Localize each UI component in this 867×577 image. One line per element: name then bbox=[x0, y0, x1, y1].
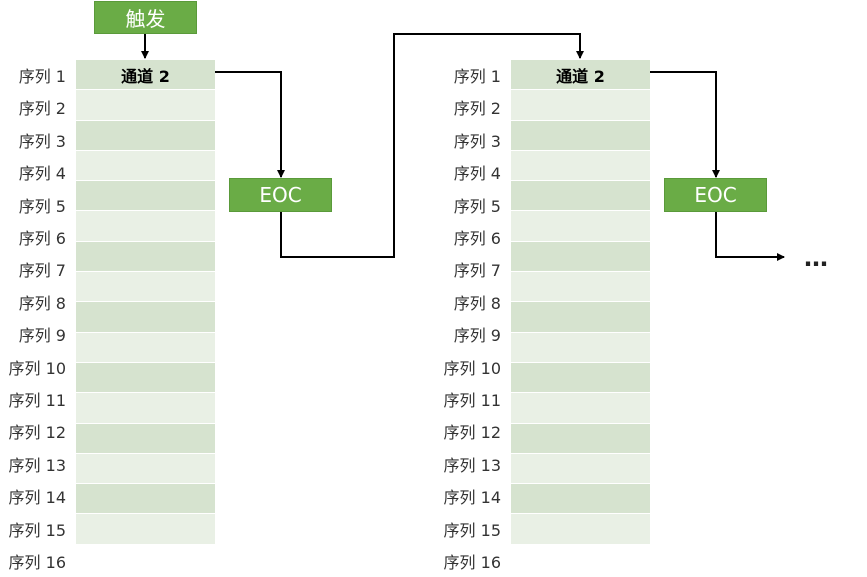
sequence-label: 序列 15 bbox=[8, 520, 66, 540]
continuation-ellipsis: … bbox=[804, 244, 830, 272]
sequence-label: 序列 13 bbox=[443, 455, 501, 475]
eoc-box-1: EOC bbox=[229, 178, 332, 212]
sequence-slot bbox=[76, 302, 215, 333]
sequence-slot bbox=[511, 150, 650, 182]
sequence-label: 序列 4 bbox=[453, 164, 501, 184]
sequence-label: 序列 11 bbox=[8, 391, 66, 410]
sequence-slot bbox=[511, 393, 650, 424]
sequence-slot bbox=[76, 393, 215, 424]
sequence-label: 序列 8 bbox=[453, 293, 501, 313]
sequence-label: 序列 12 bbox=[8, 423, 66, 443]
channel-table-2: 通道 2 bbox=[511, 60, 650, 545]
arrow-eoc-2-to-continuation bbox=[715, 212, 785, 261]
sequence-slot bbox=[76, 241, 215, 273]
sequence-label: 序列 16 bbox=[443, 553, 501, 572]
sequence-slot bbox=[76, 181, 215, 212]
sequence-slot bbox=[76, 423, 215, 454]
sequence-label: 序列 7 bbox=[453, 261, 501, 281]
sequence-slot bbox=[76, 362, 215, 394]
sequence-slot bbox=[511, 90, 650, 121]
channel-header: 通道 2 bbox=[511, 60, 650, 91]
sequence-label: 序列 10 bbox=[443, 358, 501, 378]
sequence-label: 序列 1 bbox=[453, 67, 501, 86]
sequence-label: 序列 2 bbox=[18, 99, 66, 119]
sequence-slot bbox=[76, 211, 215, 242]
eoc-label-1: EOC bbox=[259, 183, 302, 207]
arrow-channel-1-to-eoc-1 bbox=[215, 71, 285, 178]
sequence-label: 序列 14 bbox=[8, 488, 66, 508]
sequence-label: 序列 5 bbox=[453, 196, 501, 216]
sequence-label: 序列 14 bbox=[443, 488, 501, 508]
sequence-slot bbox=[76, 120, 215, 151]
sequence-slot bbox=[511, 272, 650, 303]
sequence-slot bbox=[511, 181, 650, 212]
sequence-slot bbox=[76, 484, 215, 515]
sequence-slot bbox=[511, 423, 650, 454]
sequence-label: 序列 2 bbox=[453, 99, 501, 119]
sequence-label: 序列 8 bbox=[18, 293, 66, 313]
sequence-slot bbox=[511, 211, 650, 242]
sequence-label: 序列 13 bbox=[8, 455, 66, 475]
sequence-slot bbox=[511, 302, 650, 333]
sequence-label: 序列 3 bbox=[18, 131, 66, 151]
sequence-label: 序列 6 bbox=[18, 229, 66, 248]
sequence-slot bbox=[511, 362, 650, 394]
sequence-label: 序列 15 bbox=[443, 520, 501, 540]
sequence-label: 序列 3 bbox=[453, 131, 501, 151]
sequence-label: 序列 9 bbox=[453, 326, 501, 346]
sequence-label: 序列 1 bbox=[18, 67, 66, 86]
sequence-slot bbox=[511, 332, 650, 363]
sequence-slot bbox=[76, 150, 215, 182]
sequence-slot bbox=[76, 514, 215, 545]
sequence-slot bbox=[511, 453, 650, 485]
sequence-label: 序列 7 bbox=[18, 261, 66, 281]
sequence-label: 序列 6 bbox=[453, 229, 501, 248]
eoc-box-2: EOC bbox=[664, 178, 767, 212]
sequence-slot bbox=[76, 90, 215, 121]
sequence-slot bbox=[511, 241, 650, 273]
sequence-label: 序列 4 bbox=[18, 164, 66, 184]
arrow-eoc-1-to-channel-2 bbox=[280, 33, 584, 258]
eoc-label-2: EOC bbox=[694, 183, 737, 207]
sequence-slot bbox=[511, 120, 650, 151]
arrow-channel-2-to-eoc-2 bbox=[650, 71, 720, 178]
sequence-label: 序列 16 bbox=[8, 553, 66, 572]
sequence-label: 序列 5 bbox=[18, 196, 66, 216]
trigger-label: 触发 bbox=[125, 7, 166, 31]
sequence-slot bbox=[511, 514, 650, 545]
sequence-slot bbox=[76, 453, 215, 485]
sequence-label: 序列 12 bbox=[443, 423, 501, 443]
sequence-label: 序列 9 bbox=[18, 326, 66, 346]
sequence-label: 序列 10 bbox=[8, 358, 66, 378]
sequence-slot bbox=[511, 484, 650, 515]
sequence-label: 序列 11 bbox=[443, 391, 501, 410]
channel-header: 通道 2 bbox=[76, 60, 215, 91]
trigger-box: 触发 bbox=[94, 1, 197, 34]
sequence-slot bbox=[76, 272, 215, 303]
channel-table-1: 通道 2 bbox=[76, 60, 215, 545]
sequence-slot bbox=[76, 332, 215, 363]
